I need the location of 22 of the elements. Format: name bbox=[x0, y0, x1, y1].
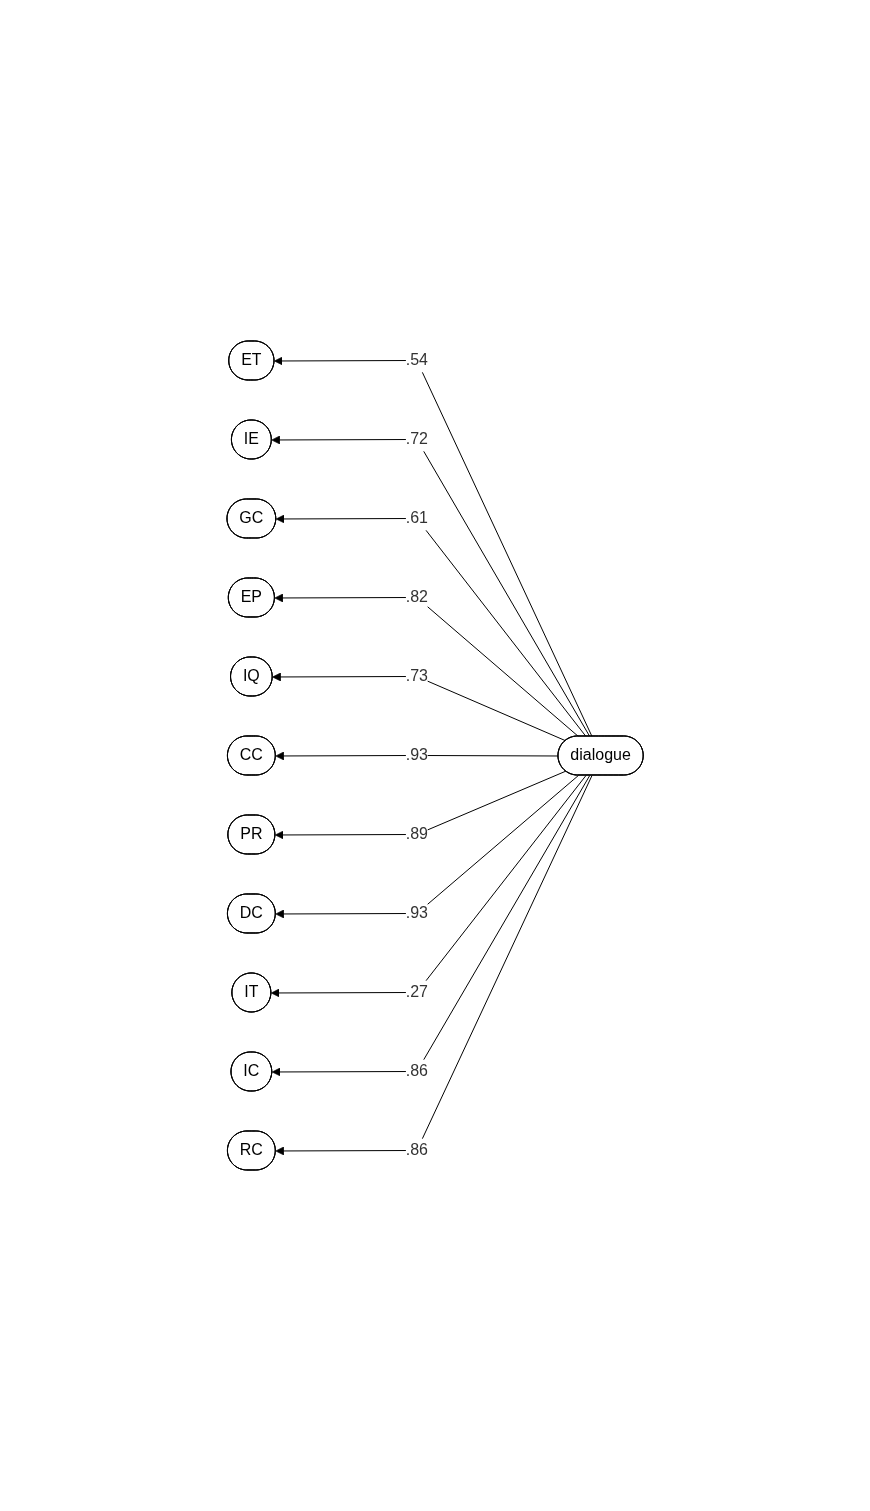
edge-label: .72 bbox=[405, 430, 428, 448]
arrow bbox=[274, 770, 567, 840]
arrow bbox=[275, 775, 593, 1156]
arrow bbox=[271, 435, 591, 737]
edge-label: .89 bbox=[405, 825, 428, 843]
arrow bbox=[272, 672, 567, 742]
edge-label: .93 bbox=[405, 904, 428, 922]
edge-label: .93 bbox=[405, 746, 428, 764]
arrow bbox=[270, 775, 587, 998]
edge-label: .27 bbox=[405, 983, 428, 1001]
edge-label: .86 bbox=[405, 1141, 428, 1159]
edge-label: .61 bbox=[405, 509, 428, 527]
arrow bbox=[275, 775, 579, 919]
edge-label: .73 bbox=[405, 667, 428, 685]
arrow bbox=[271, 775, 591, 1077]
arrow bbox=[275, 514, 587, 737]
arrow bbox=[273, 356, 593, 737]
arrow bbox=[275, 751, 559, 761]
edge-label: .86 bbox=[405, 1062, 428, 1080]
edge-label: .82 bbox=[405, 588, 428, 606]
edge-label: .54 bbox=[405, 351, 428, 369]
arrow bbox=[274, 593, 579, 737]
